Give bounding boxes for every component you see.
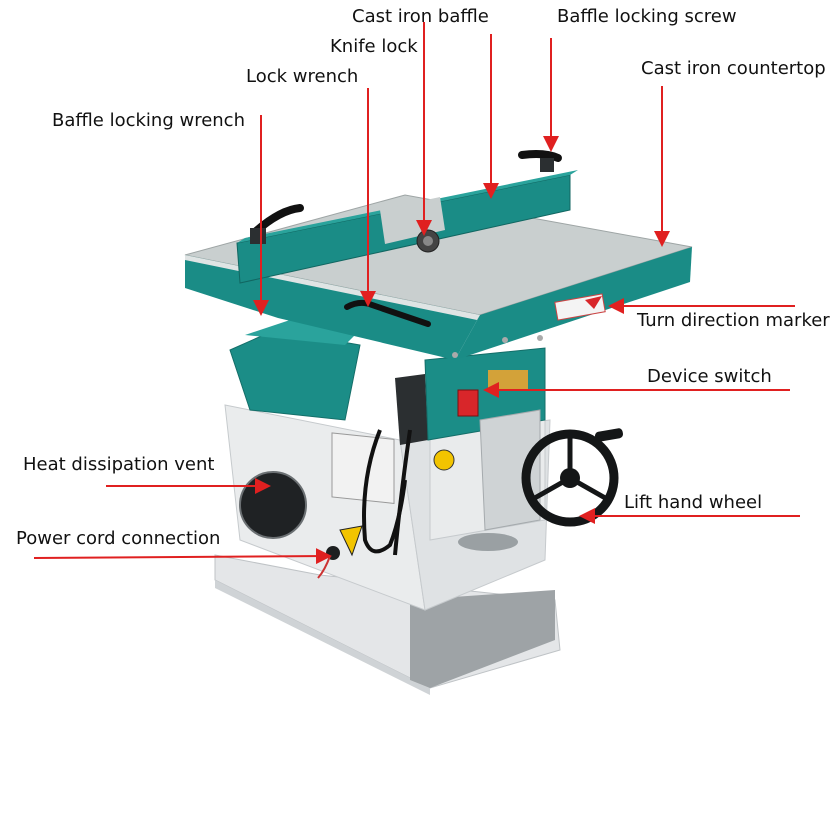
table-bolt [537, 335, 543, 341]
label-heat-dissipation-vent: Heat dissipation vent [23, 454, 215, 475]
label-cast-iron-baffle: Cast iron baffle [352, 6, 489, 27]
spindle-nut-inner [423, 236, 433, 246]
label-cast-iron-countertop: Cast iron countertop [641, 58, 826, 79]
spindle-housing-dark [395, 374, 428, 445]
direction-sticker-arrow [585, 296, 602, 309]
fence-handle-right [518, 150, 562, 162]
label-knife-lock: Knife lock [330, 36, 418, 57]
machine-base-shadow [410, 590, 555, 688]
table-bolt [452, 352, 458, 358]
heat-vent-opening [239, 471, 307, 539]
lift-collar [458, 533, 518, 551]
table-bolt [502, 337, 508, 343]
warning-badge [433, 449, 455, 471]
label-turn-direction-marker: Turn direction marker [637, 310, 830, 331]
label-lift-hand-wheel: Lift hand wheel [624, 492, 763, 513]
cable-loop-2 [393, 429, 412, 556]
label-lock-wrench: Lock wrench [246, 66, 359, 87]
label-baffle-locking-screw: Baffle locking screw [557, 6, 737, 27]
table-edge-front [185, 255, 480, 360]
label-device-switch: Device switch [647, 366, 772, 387]
rotation-sticker [488, 370, 528, 390]
fence-handle-right-base [540, 158, 554, 172]
switch-red-button [457, 389, 479, 417]
label-power-cord-connection: Power cord connection [16, 528, 221, 549]
label-baffle-locking-wrench: Baffle locking wrench [52, 110, 245, 131]
lift-mechanism [479, 409, 541, 531]
fence-handle-left-base [250, 228, 266, 244]
machine-base-front [215, 580, 430, 695]
power-cord-gland [326, 546, 340, 560]
warning-triangle [339, 525, 363, 557]
spec-plate [331, 432, 395, 504]
lift-hand-wheel-graphic [521, 428, 624, 527]
